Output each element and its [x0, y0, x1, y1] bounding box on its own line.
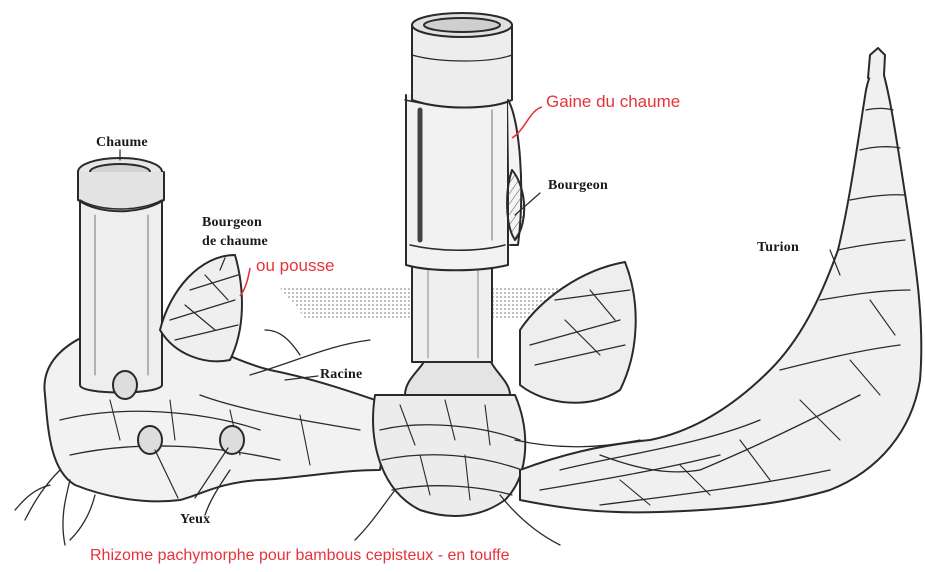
eye-bud-3 [220, 426, 244, 454]
label-racine: Racine [320, 367, 362, 383]
eye-bud-2 [138, 426, 162, 454]
left-culm [78, 158, 164, 393]
label-chaume: Chaume [96, 135, 148, 151]
label-gaine-du-chaume: Gaine du chaume [546, 92, 680, 112]
label-bourgeon: Bourgeon [548, 178, 608, 194]
label-bourgeon-de-chaume-2: de chaume [202, 234, 268, 250]
center-culm [373, 13, 525, 516]
label-bourgeon-de-chaume-1: Bourgeon [202, 215, 262, 231]
eye-bud-1 [113, 371, 137, 399]
middle-rhizome-shoot [520, 262, 636, 403]
label-turion: Turion [757, 240, 799, 256]
label-yeux: Yeux [180, 512, 210, 528]
label-ou-pousse: ou pousse [256, 256, 334, 276]
diagram-caption: Rhizome pachymorphe pour bambous cepiste… [90, 547, 510, 565]
culm-bud-shoot [160, 255, 242, 361]
